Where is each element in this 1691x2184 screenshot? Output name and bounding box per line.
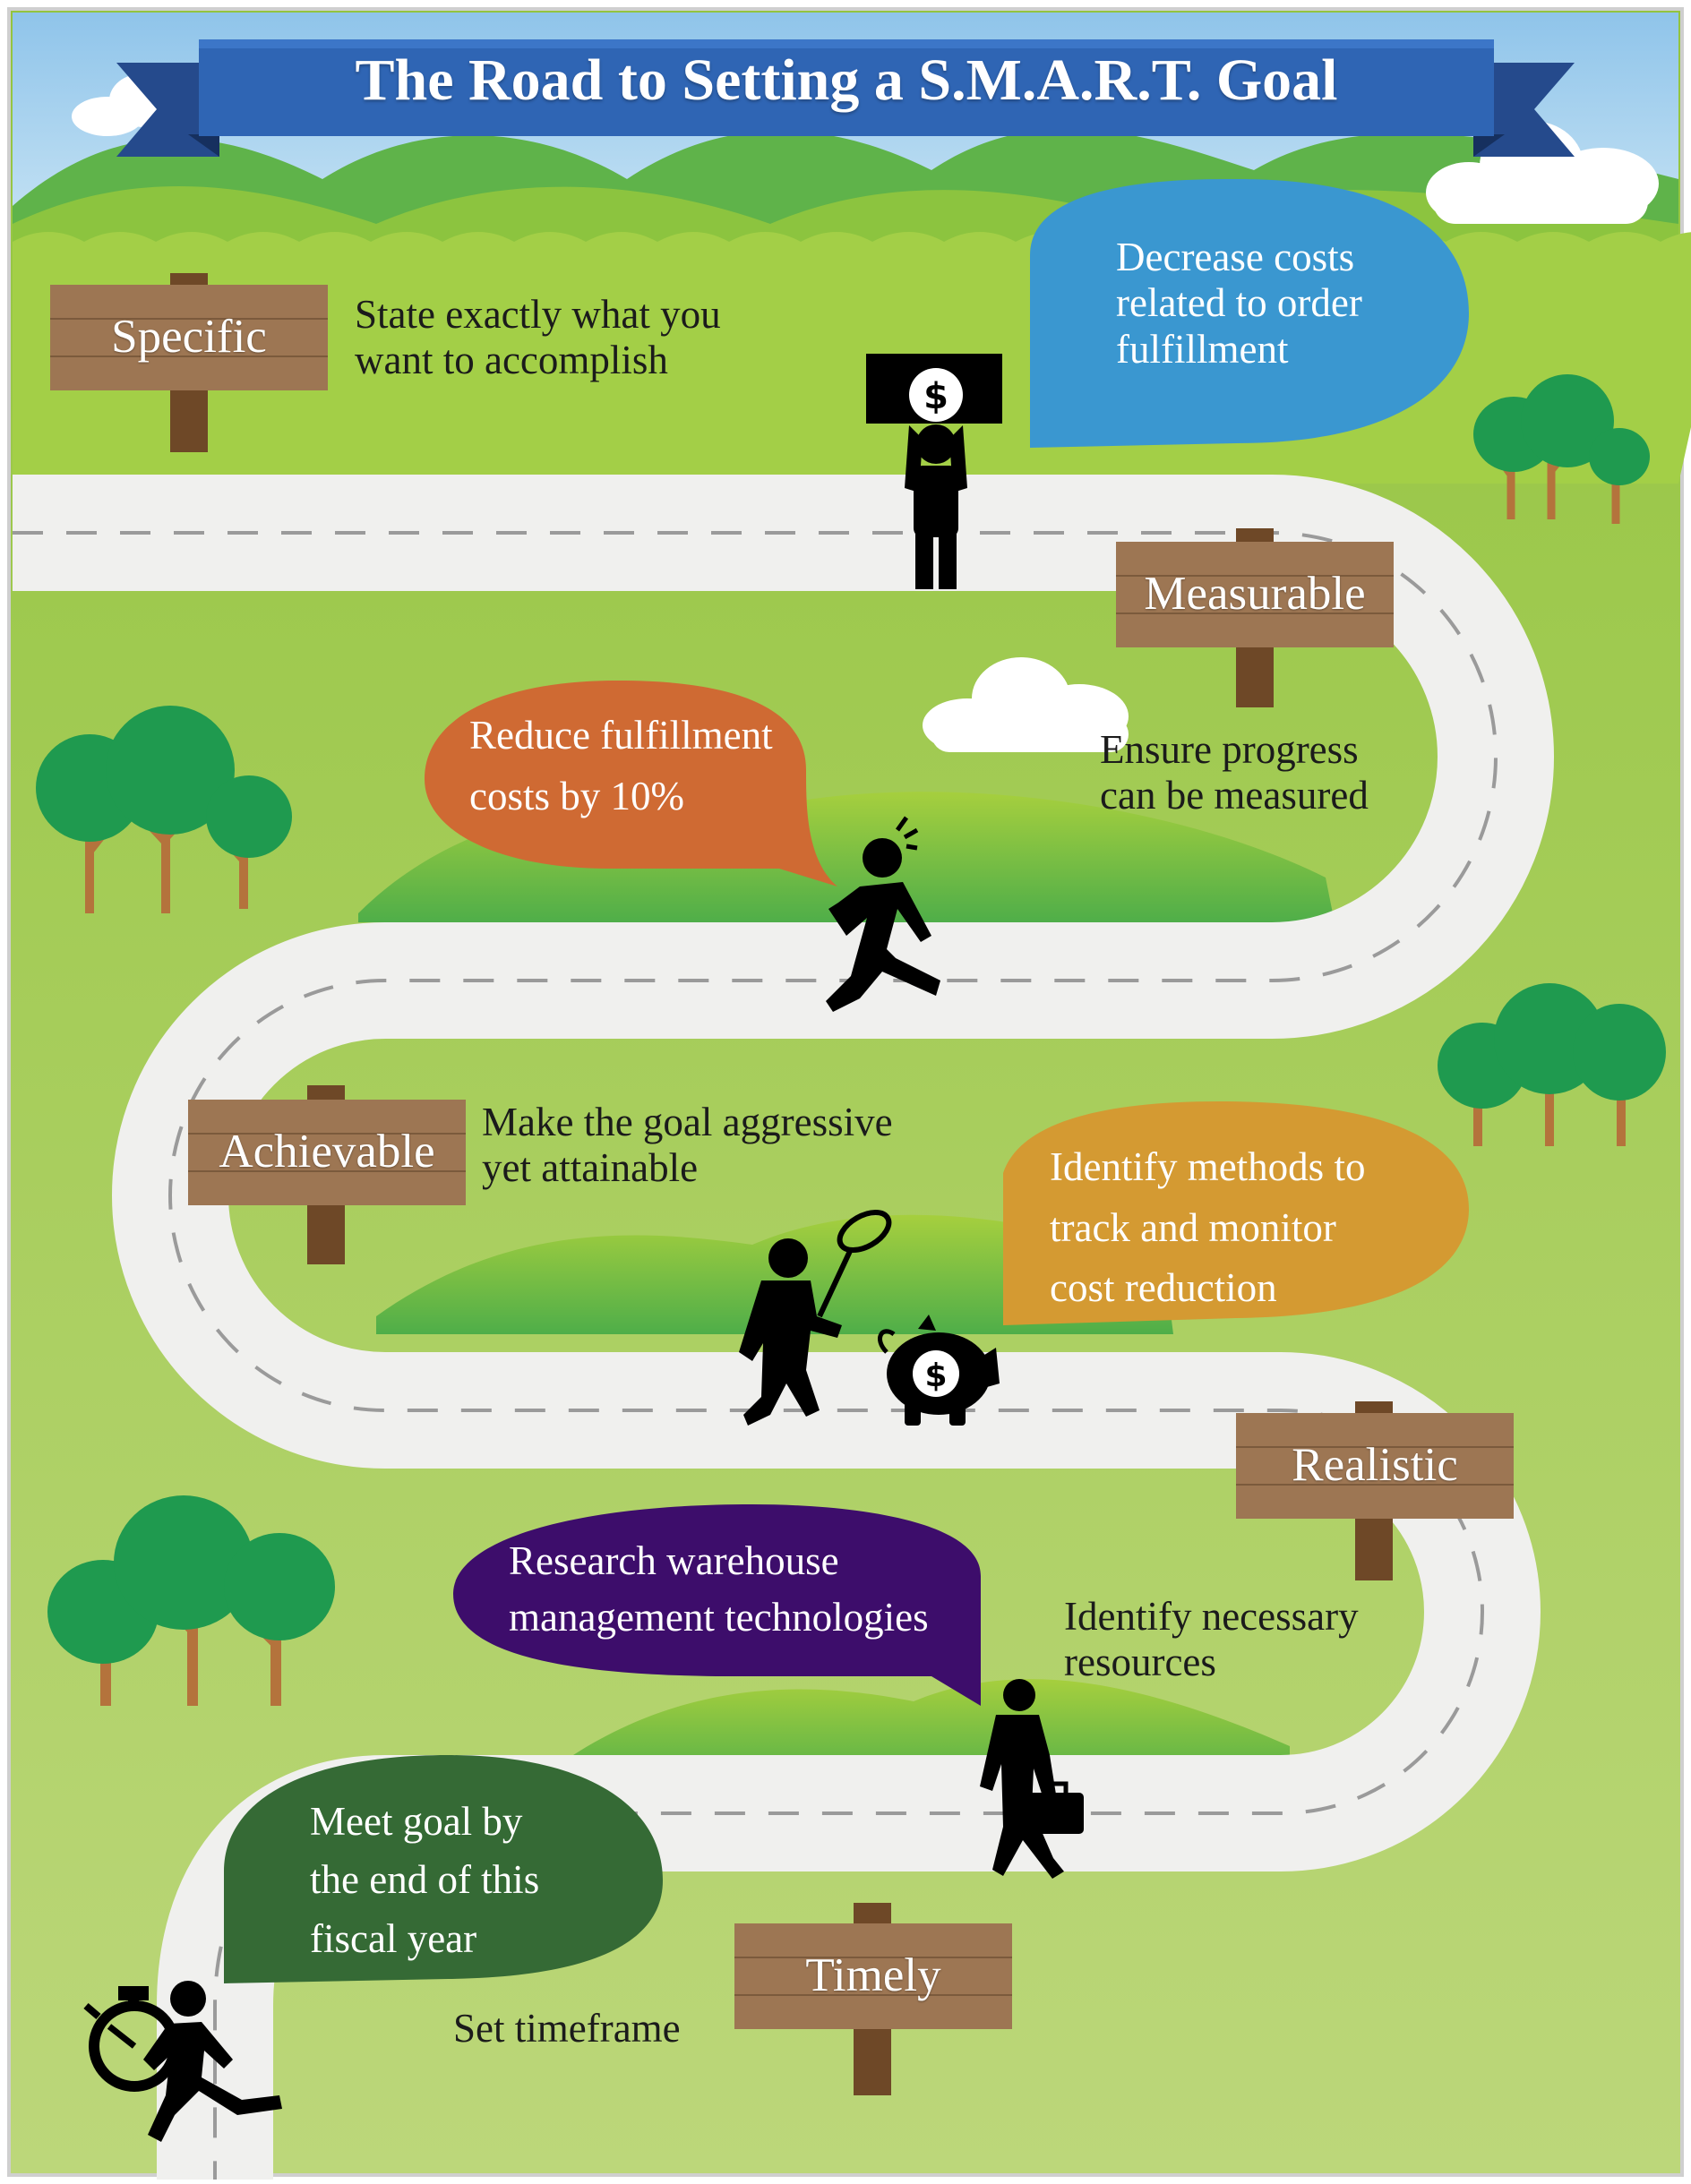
description-achievable: Make the goal aggressive yet attainable [482,1100,893,1191]
road-center-line [13,531,1498,2180]
signpost-specific [50,273,328,452]
signpost-realistic [1236,1401,1514,1580]
signpost-measurable [1116,528,1394,707]
sign-label-realistic: Realistic [1292,1439,1458,1491]
example-realistic: Research warehouse management technologi… [509,1538,929,1640]
speech-bubble-timely [224,1755,663,1983]
description-timely: Set timeframe [453,2006,681,2051]
person-with-stopwatch-icon [83,1981,282,2142]
person-running-icon [826,816,940,1012]
sign-label-specific: Specific [111,311,267,363]
example-achievable: Identify methods to track and monitor co… [1050,1144,1366,1310]
winding-road [13,475,1554,2180]
description-realistic: Identify necessary resources [1064,1594,1359,1685]
tree-icon [1438,983,1666,1146]
speech-bubble-realistic [453,1504,981,1706]
example-measurable: Reduce fulfillment costs by 10% [469,713,773,818]
person-holding-dollar-sign-icon: $ [866,354,1002,589]
tree-icon [47,1495,335,1706]
speech-bubble-achievable [1003,1101,1469,1325]
example-timely: Meet goal by the end of this fiscal year [310,1799,540,1961]
title-banner [116,39,1575,157]
signpost-timely [734,1903,1012,2095]
sign-label-measurable: Measurable [1144,568,1366,620]
signpost-achievable [188,1085,466,1264]
sign-label-achievable: Achievable [219,1126,435,1178]
cloud-icon [923,657,1129,752]
person-chasing-piggy-bank-icon: $ [739,1209,1000,1426]
tree-icon [36,706,292,913]
hill [376,1214,1173,1334]
speech-bubble-measurable [425,681,837,886]
svg-text:$: $ [924,1358,947,1394]
svg-text:$: $ [923,376,949,417]
person-with-briefcase-icon [980,1679,1084,1879]
speech-bubble-specific [1030,179,1469,448]
page-title: The Road to Setting a S.M.A.R.T. Goal [355,47,1338,113]
sign-label-timely: Timely [805,1949,941,2001]
tree-icon [1473,374,1650,524]
example-specific: Decrease costs related to order fulfillm… [1116,235,1362,372]
description-specific: State exactly what you want to accomplis… [355,292,721,383]
description-measurable: Ensure progress can be measured [1100,727,1369,818]
cloud-icon [1426,121,1659,224]
piggy-bank-icon: $ [878,1315,1000,1426]
